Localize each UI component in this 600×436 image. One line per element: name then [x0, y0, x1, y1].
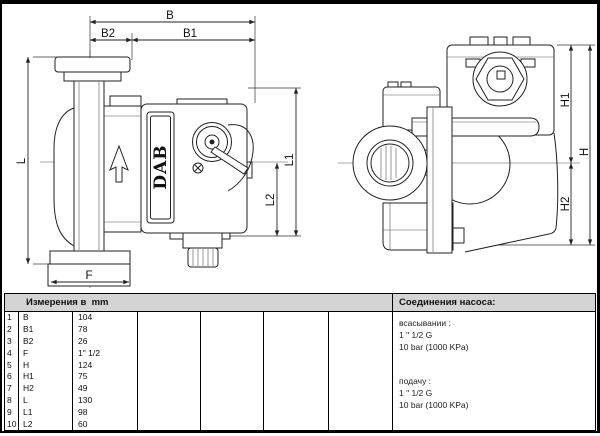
dim-label-l2: L2 [265, 194, 277, 207]
measurements-header: Измерения в mm [5, 294, 393, 311]
motor-flank [464, 132, 559, 253]
side-view: DAB [40, 50, 288, 288]
dimension-lines: B B2 B1 L L1 L2 F H1 H H2 [16, 10, 595, 285]
dim-name: B [23, 312, 29, 322]
delivery-pressure: 10 bar (1000 KPa) [399, 400, 469, 410]
dim-value: 75 [78, 371, 88, 382]
terminal-box [182, 232, 223, 249]
dab-logo: DAB [146, 111, 175, 224]
dim-value: 104 [78, 312, 93, 322]
table-body: 1 2 3 4 5 6 7 8 9 10 B B1 B2 F H H1 H2 L… [5, 312, 595, 431]
dim-name: B2 [23, 335, 34, 346]
knob-pointer [210, 146, 249, 175]
dim-label-l1: L1 [284, 154, 296, 167]
dim-name: L [23, 395, 28, 406]
dim-label-b2: B2 [101, 28, 115, 40]
empty-column [329, 312, 393, 431]
dim-name: H2 [23, 383, 34, 394]
volute-bulge [53, 107, 75, 247]
dim-value: 98 [78, 407, 88, 418]
pump-technical-drawing: DAB [16, 10, 595, 288]
suction-pipe [73, 80, 105, 252]
dim-label-h2: H2 [560, 197, 572, 212]
connections-header: Соединения насоса: [399, 297, 496, 308]
pump-block [421, 106, 453, 254]
top-flange [54, 56, 131, 73]
row-index: 9 [7, 407, 12, 418]
motor-box-top-tab [176, 98, 228, 105]
suction-union [352, 125, 428, 201]
row-index: 1 [7, 312, 12, 322]
row-index: 10 [7, 419, 17, 430]
suction-size: 1 " 1/2 G [399, 330, 433, 340]
row-index: 8 [7, 395, 12, 406]
dim-name: F [23, 347, 29, 358]
brand-text: DAB [151, 144, 171, 189]
dim-label-f: F [85, 270, 92, 282]
dim-value: 1" 1/2 [78, 347, 100, 358]
dim-name: L1 [23, 407, 33, 418]
column-index: 1 2 3 4 5 6 7 8 9 10 [5, 312, 19, 431]
row-index: 4 [7, 347, 12, 358]
dim-value: 60 [78, 419, 88, 430]
row-index: 6 [7, 371, 12, 382]
top-view [338, 36, 580, 254]
dim-label-h1: H1 [560, 93, 572, 108]
dim-name: L2 [23, 419, 33, 430]
column-value: 104 78 26 1" 1/2 124 75 49 130 98 60 [73, 312, 138, 431]
empty-column [264, 312, 329, 431]
top-flange-neck [63, 71, 122, 82]
dimension-table: Измерения в mm Соединения насоса: 1 2 3 … [4, 293, 596, 431]
empty-column [201, 312, 264, 431]
dim-name: B1 [23, 323, 34, 334]
dim-label-b: B [166, 10, 174, 22]
dim-name: H1 [23, 371, 34, 382]
dim-label-h: H [579, 148, 591, 156]
dim-value: 78 [78, 323, 88, 334]
empty-column [138, 312, 201, 431]
connections-panel: всасывании : 1 " 1/2 G 10 bar (1000 KPa)… [393, 312, 595, 431]
dim-label-b1: B1 [183, 28, 197, 40]
row-index: 2 [7, 323, 12, 334]
column-dimension: B B1 B2 F H H1 H2 L L1 L2 [19, 312, 73, 431]
vent-plug [465, 51, 536, 107]
suction-pressure: 10 bar (1000 KPa) [399, 342, 469, 352]
dim-value: 124 [78, 359, 93, 370]
row-index: 5 [7, 359, 12, 370]
dim-name: H [23, 359, 30, 370]
dim-value: 49 [78, 383, 88, 394]
dim-label-l: L [16, 157, 28, 164]
table-header-row: Измерения в mm Соединения насоса: [5, 294, 595, 312]
bottom-flange-upper [49, 250, 131, 265]
cable-gland [187, 247, 219, 268]
knob-cable [227, 124, 254, 192]
dim-value: 26 [78, 335, 88, 346]
suction-label: всасывании : [399, 318, 451, 328]
spacer [399, 353, 595, 375]
row-index: 3 [7, 335, 12, 346]
row-index: 7 [7, 383, 12, 394]
selector-knob [192, 122, 254, 192]
screw [192, 162, 204, 174]
dim-value: 130 [78, 395, 93, 406]
plug-notch [496, 70, 506, 80]
flow-arrow [109, 144, 129, 183]
delivery-size: 1 " 1/2 G [399, 388, 433, 398]
delivery-label: подачу : [399, 376, 432, 386]
